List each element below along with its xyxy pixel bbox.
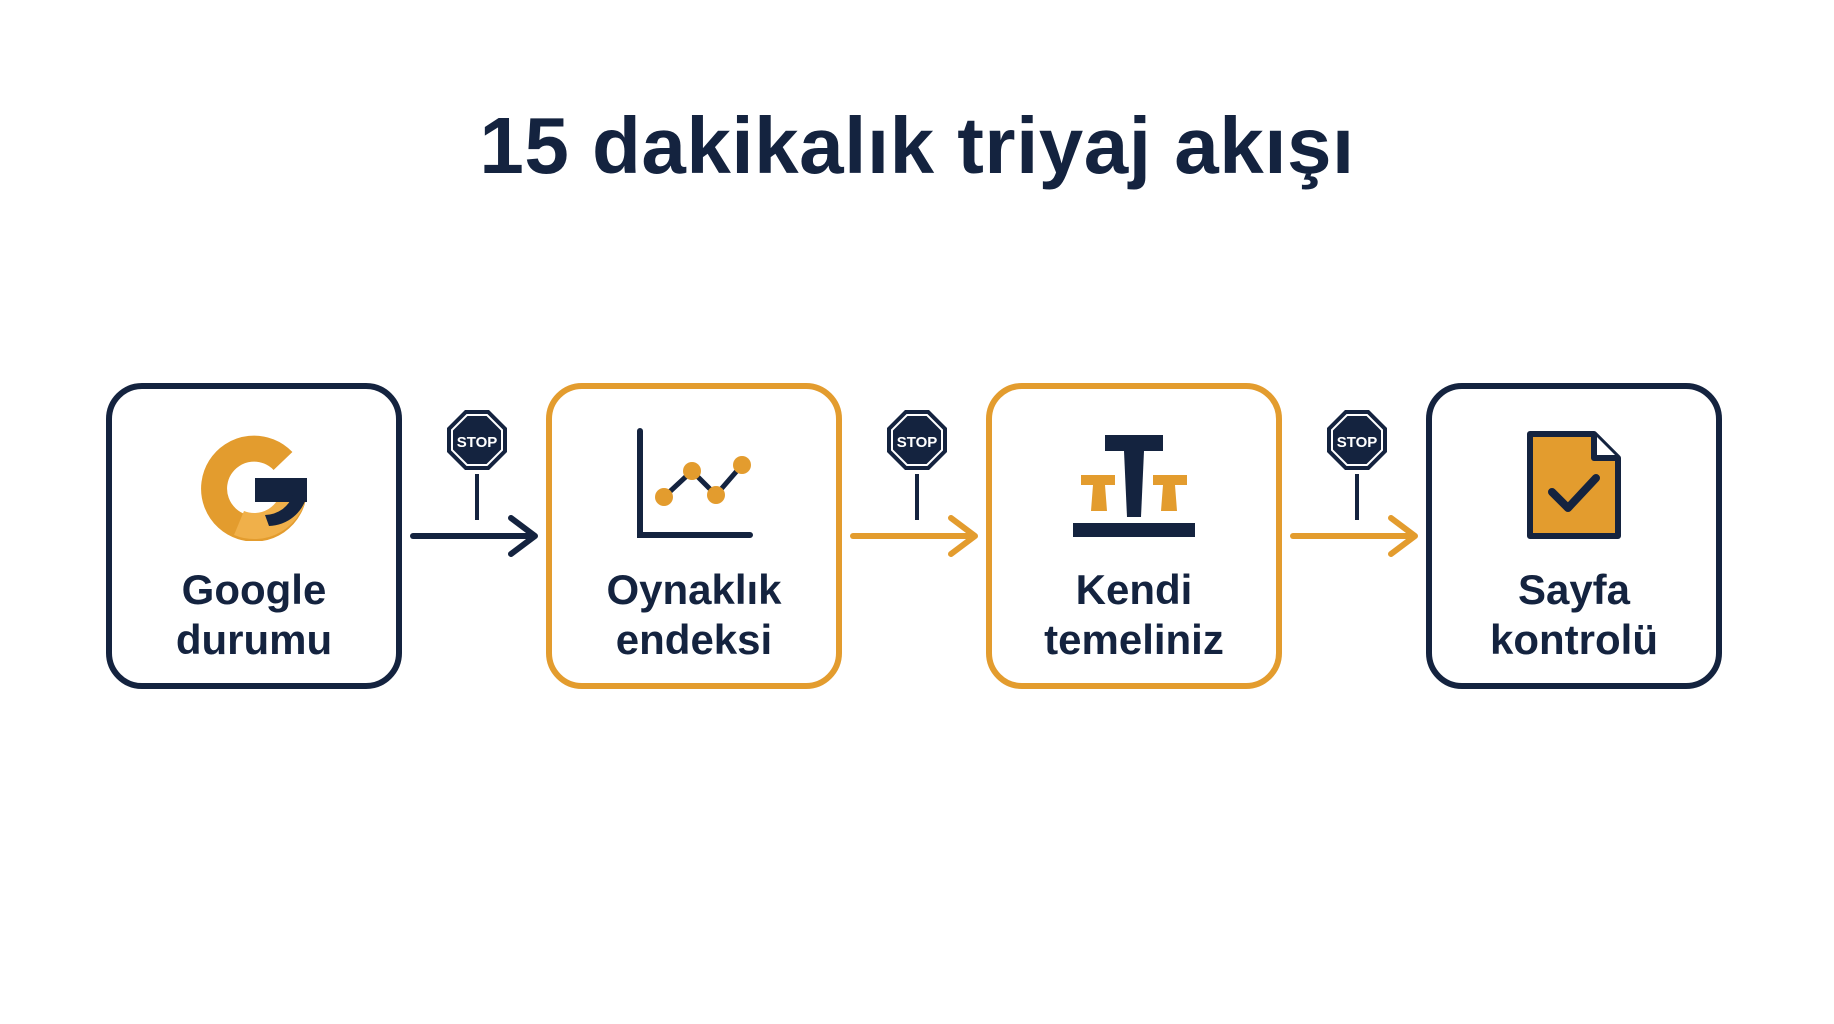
step-volatility-index: Oynaklık endeksi <box>546 383 842 689</box>
step-label-line2: endeksi <box>615 616 773 663</box>
arrow-icon <box>410 515 538 557</box>
step-label-line1: Google <box>181 566 327 613</box>
page-title: 15 dakikalık triyaj akışı <box>479 101 1355 190</box>
step-page-check: Sayfa kontrolü <box>1426 383 1722 689</box>
step-label-line1: Kendi <box>1075 566 1193 613</box>
stop-sign-icon: STOP <box>447 410 507 520</box>
connector-3: STOP <box>1285 408 1425 568</box>
step-google-status: Google durumu <box>106 383 402 689</box>
stop-label: STOP <box>457 434 498 451</box>
stop-sign-icon: STOP <box>887 410 947 520</box>
arrow-icon <box>850 515 978 557</box>
stop-sign-icon: STOP <box>1327 410 1387 520</box>
connector-2: STOP <box>845 408 985 568</box>
arrow-icon <box>1290 515 1418 557</box>
step-label-line1: Oynaklık <box>606 566 782 613</box>
step-label-line2: temeliniz <box>1044 616 1224 663</box>
document-check-icon <box>1432 427 1716 545</box>
connector-1: STOP <box>405 408 545 568</box>
step-own-baseline: Kendi temeliniz <box>986 383 1282 689</box>
stop-label: STOP <box>1337 434 1378 451</box>
stop-label: STOP <box>897 434 938 451</box>
step-label-line1: Sayfa <box>1517 566 1631 613</box>
step-label-line2: kontrolü <box>1490 616 1658 663</box>
line-chart-icon <box>552 427 836 545</box>
google-g-icon <box>112 427 396 545</box>
step-label-line2: durumu <box>175 616 333 663</box>
baseline-stamp-icon <box>992 427 1276 545</box>
